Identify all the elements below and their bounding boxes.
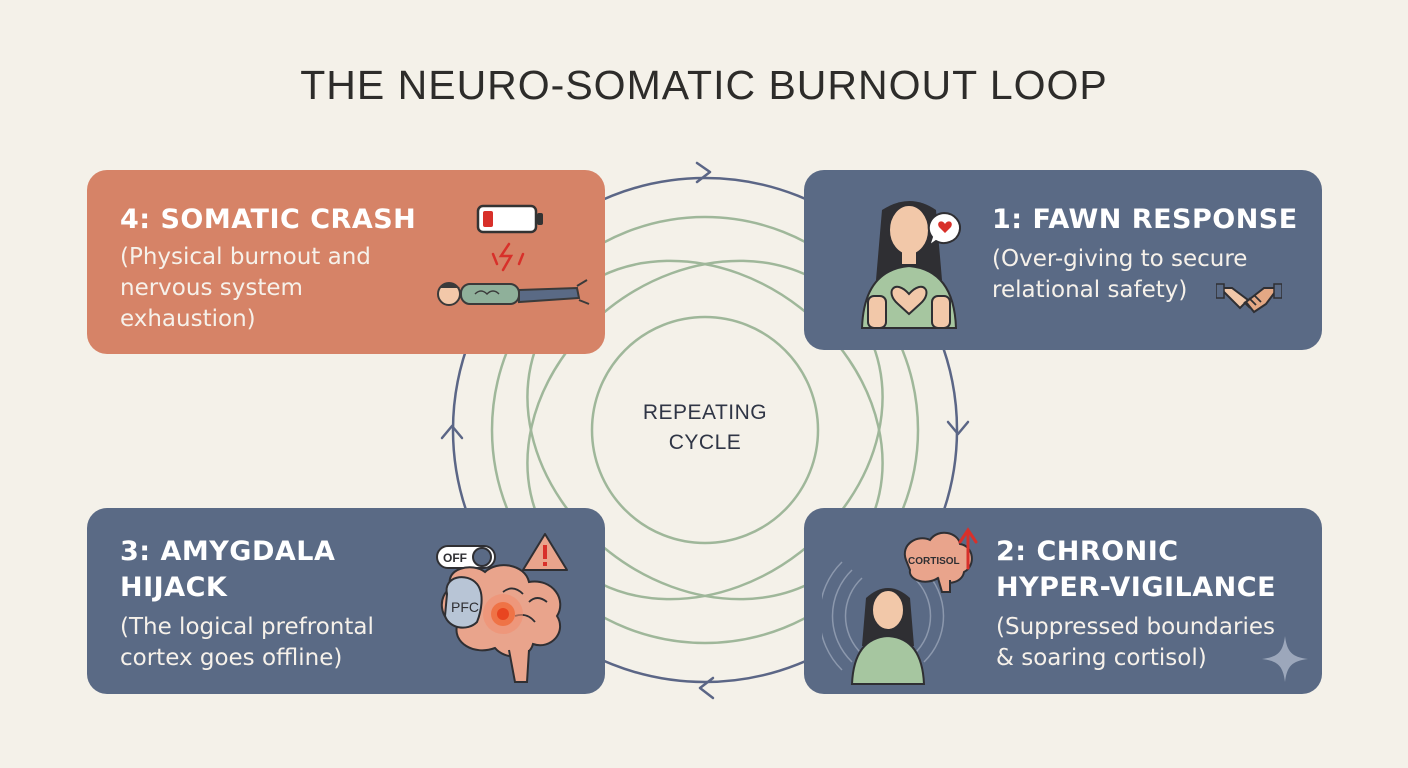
- diagram-title: THE NEURO-SOMATIC BURNOUT LOOP: [300, 62, 1108, 108]
- speech-heart-icon: [927, 211, 961, 249]
- stage-3-card: 3: AMYGDALA HIJACK (The logical prefront…: [87, 508, 605, 694]
- arrow-bottom: [698, 676, 715, 700]
- stage-2-card: 2: CHRONIC HYPER-VIGILANCE (Suppressed b…: [804, 508, 1322, 694]
- battery-low-icon: [476, 204, 543, 234]
- stage-2-heading: 2: CHRONIC HYPER-VIGILANCE: [996, 534, 1276, 606]
- arrow-left: [440, 424, 464, 440]
- stage-1-description: (Over-giving to secure relational safety…: [992, 244, 1247, 306]
- brain-pfc-icon: OFF PFC: [436, 533, 568, 683]
- handshake-icon: [1216, 283, 1282, 314]
- brain-pfc-label: PFC: [451, 599, 479, 615]
- stage-2-heading-line-1: 2: CHRONIC: [996, 536, 1179, 567]
- stage-4-card: 4: SOMATIC CRASH (Physical burnout and n…: [87, 170, 605, 354]
- stage-3-desc-line-2: cortex goes offline): [120, 645, 343, 671]
- stage-3-desc-line-1: (The logical prefrontal: [120, 614, 374, 640]
- heart-hands-person-icon: [860, 201, 958, 329]
- stage-1-desc-line-1: (Over-giving to secure: [992, 246, 1248, 272]
- cortisol-label: CORTISOL: [908, 556, 960, 567]
- stage-2-description: (Suppressed boundaries & soaring cortiso…: [996, 612, 1275, 674]
- off-switch-label: OFF: [443, 551, 467, 565]
- sparkle-icon: [1262, 636, 1308, 682]
- stage-4-desc-line-1: (Physical burnout and: [120, 244, 371, 270]
- stage-4-desc-line-2: nervous system: [120, 275, 303, 301]
- stage-4-desc-line-3: exhaustion): [120, 306, 256, 332]
- stage-3-description: (The logical prefrontal cortex goes offl…: [120, 612, 374, 674]
- stage-2-desc-line-1: (Suppressed boundaries: [996, 614, 1275, 640]
- stage-2-heading-line-2: HYPER-VIGILANCE: [996, 572, 1277, 603]
- center-line-1: REPEATING: [642, 401, 768, 424]
- stage-4-description: (Physical burnout and nervous system exh…: [120, 242, 371, 335]
- loop-arrows: [440, 161, 970, 700]
- center-line-2: CYCLE: [668, 431, 742, 454]
- alert-person-icon: [822, 561, 945, 685]
- stage-3-heading-line-2: HIJACK: [120, 572, 228, 603]
- stage-1-desc-line-2: relational safety): [992, 277, 1188, 303]
- stage-2-desc-line-2: & soaring cortisol): [996, 645, 1207, 671]
- arrow-top: [695, 161, 712, 184]
- center-label: REPEATING CYCLE: [590, 398, 820, 458]
- outer-loop: [451, 176, 959, 684]
- stage-1-heading: 1: FAWN RESPONSE: [992, 204, 1298, 235]
- lying-person-icon: [437, 242, 590, 306]
- stage-3-heading: 3: AMYGDALA HIJACK: [120, 534, 335, 606]
- arrow-right: [946, 420, 970, 436]
- stage-4-heading: 4: SOMATIC CRASH: [120, 204, 417, 235]
- cortisol-brain-icon: CORTISOL: [903, 527, 978, 593]
- stage-1-card: 1: FAWN RESPONSE (Over-giving to secure …: [804, 170, 1322, 350]
- stage-3-heading-line-1: 3: AMYGDALA: [120, 536, 336, 567]
